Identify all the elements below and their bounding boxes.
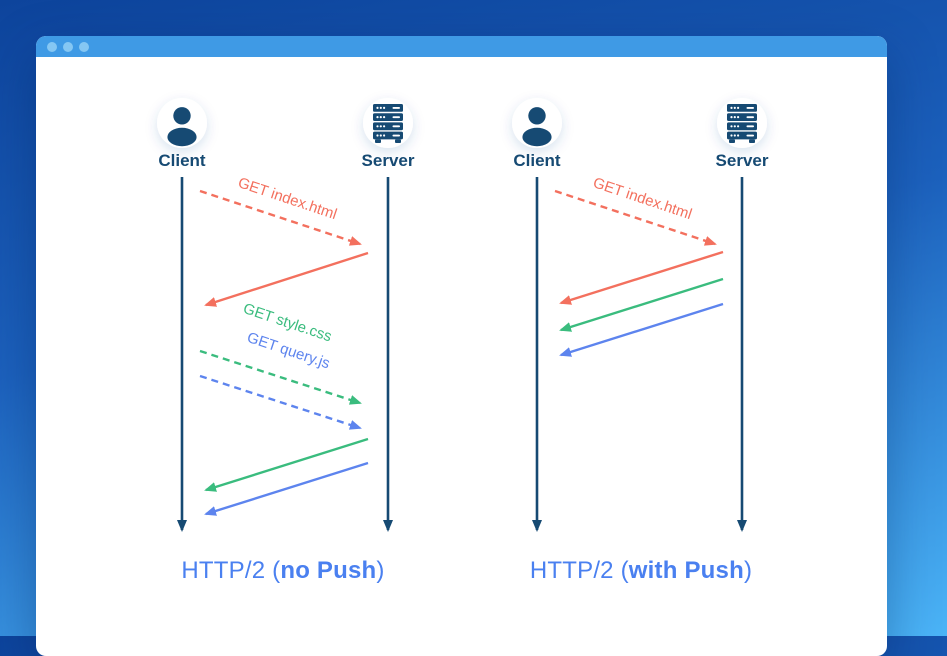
server-icon bbox=[717, 98, 767, 148]
diagram-http2-no-push: Client Server GET index.html GET style.c… bbox=[157, 98, 415, 532]
client-icon bbox=[157, 98, 207, 148]
request-arrow-style bbox=[199, 349, 362, 405]
response-arrow-style bbox=[204, 437, 369, 492]
response-arrow-index bbox=[559, 250, 724, 305]
caption-prefix: HTTP/2 ( bbox=[529, 557, 629, 584]
window-dot-icon bbox=[63, 41, 73, 52]
sequence-diagrams-canvas: Client Server GET index.html GET style.c… bbox=[157, 98, 769, 532]
caption-suffix: ) bbox=[743, 557, 753, 584]
push-arrow-style bbox=[559, 277, 724, 332]
diagram-http2-with-push: Client Server GET index.html bbox=[512, 98, 769, 532]
response-arrow-query bbox=[204, 461, 369, 516]
caption-prefix: HTTP/2 ( bbox=[181, 557, 281, 584]
message-label-index: GET index.html bbox=[236, 174, 339, 223]
push-arrow-query bbox=[559, 302, 724, 357]
window-dot-icon bbox=[47, 41, 57, 52]
server-label: Server bbox=[716, 151, 769, 170]
caption-with-push: HTTP/2 (with Push) bbox=[489, 557, 793, 585]
client-icon bbox=[512, 98, 562, 148]
request-arrow-index bbox=[554, 189, 717, 246]
message-label-index: GET index.html bbox=[591, 174, 694, 223]
window-titlebar bbox=[36, 36, 887, 57]
request-arrow-index bbox=[199, 189, 362, 246]
client-label: Client bbox=[158, 151, 206, 170]
server-label: Server bbox=[362, 151, 415, 170]
response-arrow-index bbox=[204, 251, 369, 307]
caption-no-push: HTTP/2 (no Push) bbox=[133, 557, 433, 585]
caption-suffix: ) bbox=[376, 557, 385, 584]
window-dot-icon bbox=[79, 41, 89, 52]
caption-emphasis: with Push bbox=[628, 557, 744, 584]
request-arrow-query bbox=[199, 374, 362, 430]
server-rack-icon bbox=[727, 104, 757, 143]
client-label: Client bbox=[513, 151, 561, 170]
server-icon bbox=[363, 98, 413, 148]
server-rack-icon bbox=[373, 104, 403, 143]
caption-emphasis: no Push bbox=[280, 557, 377, 584]
